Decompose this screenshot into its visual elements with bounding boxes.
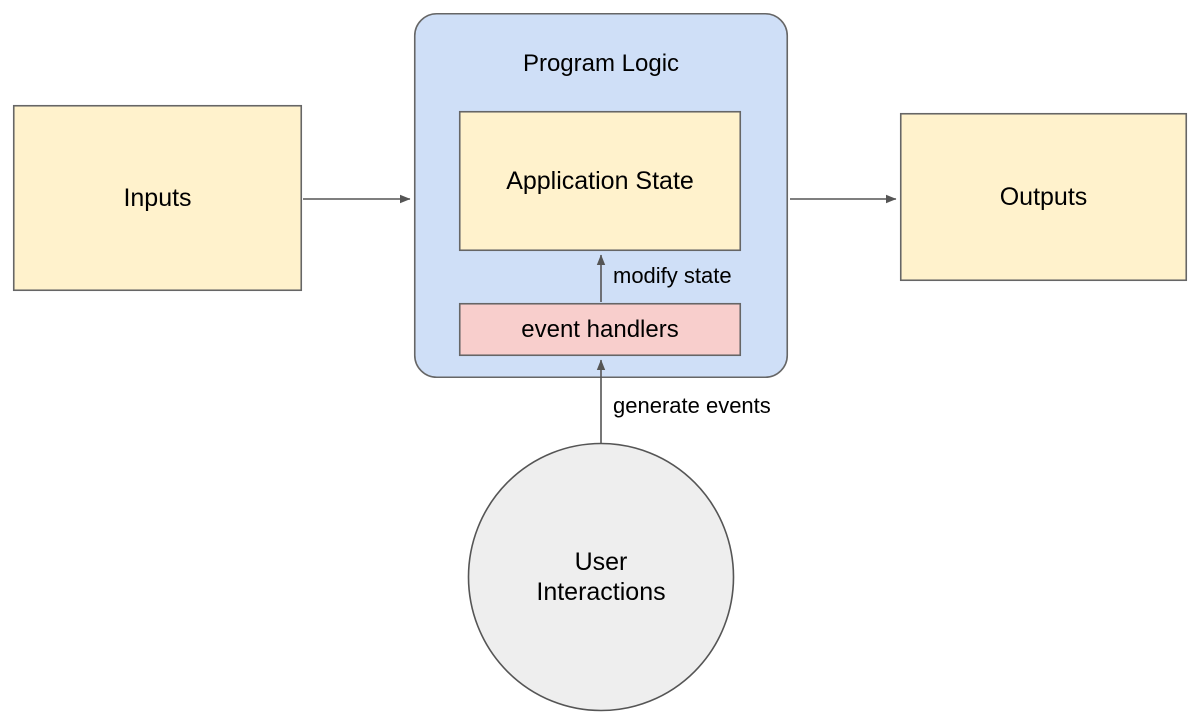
node-event-handlers-shape[interactable]: [458, 302, 742, 357]
node-application-state-shape[interactable]: [458, 110, 742, 252]
node-user-interactions-shape[interactable]: [467, 442, 735, 712]
edge-label-modify-state: modify state: [613, 263, 732, 288]
node-outputs-shape[interactable]: [899, 112, 1188, 282]
edge-label-generate-events: generate events: [613, 393, 771, 418]
node-inputs-shape[interactable]: [12, 104, 303, 292]
